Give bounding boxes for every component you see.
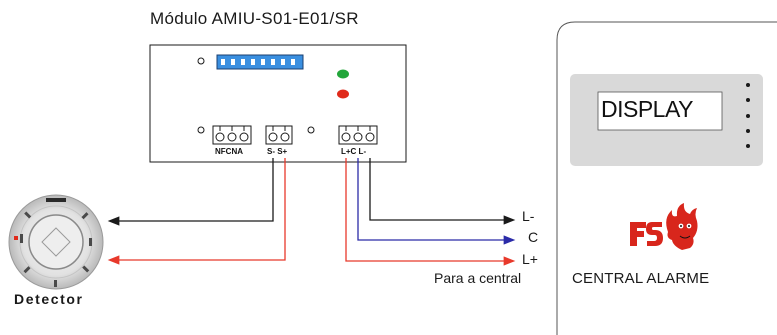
wire-l-plus	[345, 158, 516, 266]
output-l-minus-label: L-	[522, 208, 535, 224]
wire-s-minus	[107, 158, 274, 226]
mounting-hole	[197, 57, 205, 65]
loop-terminal-block	[338, 125, 378, 145]
mounting-hole	[197, 126, 205, 134]
module-board	[149, 44, 407, 163]
sensor-terminal-label: S- S+	[267, 147, 288, 156]
brand-logo	[630, 203, 698, 250]
wire-l-minus	[369, 158, 516, 225]
relay-terminal-block	[212, 125, 252, 145]
indicator-dots	[746, 83, 750, 148]
to-central-note: Para a central	[434, 270, 522, 286]
relay-terminal-label: NFCNA	[215, 147, 243, 156]
green-led	[337, 69, 349, 79]
wire-c	[357, 158, 516, 245]
mounting-hole	[307, 126, 315, 134]
module-title: Módulo AMIU-S01-E01/SR	[150, 9, 359, 28]
detector-icon	[8, 194, 104, 290]
central-name: CENTRAL ALARME	[572, 270, 710, 287]
central-alarm-panel	[556, 21, 777, 335]
display-text: DISPLAY	[601, 96, 693, 122]
detector-label: Detector	[14, 291, 84, 307]
dip-switch[interactable]	[216, 54, 304, 70]
wire-s-plus	[107, 158, 286, 265]
red-led	[337, 89, 349, 99]
output-c-label: C	[528, 229, 539, 245]
loop-terminal-label: L+C L-	[341, 147, 367, 156]
output-l-plus-label: L+	[522, 251, 538, 267]
display-screen	[597, 91, 723, 131]
sensor-terminal-block	[265, 125, 293, 145]
